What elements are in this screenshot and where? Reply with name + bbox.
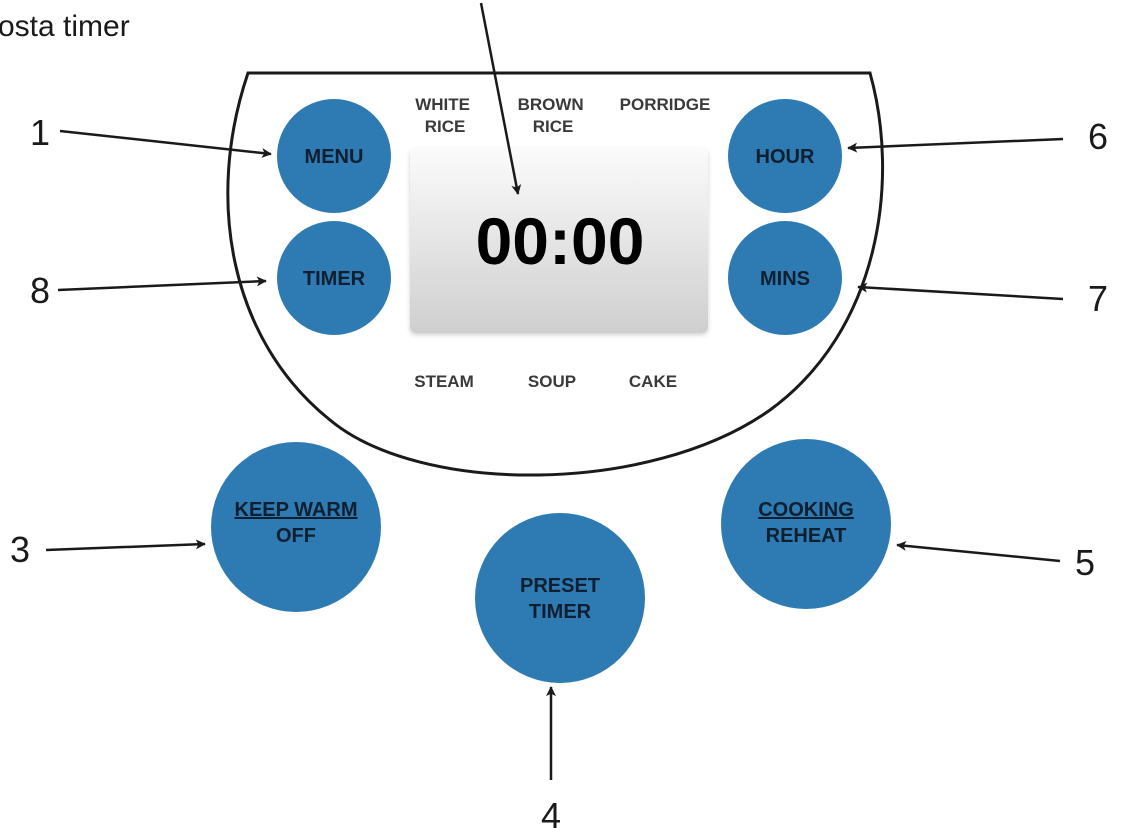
mode-white-rice: WHITE RICE <box>415 95 475 136</box>
cooking-reheat-button[interactable]: COOKING REHEAT <box>721 439 891 609</box>
mode-brown-rice: BROWN RICE <box>518 95 589 136</box>
callout-number-7: 7 <box>1088 278 1108 319</box>
callout-number-4: 4 <box>541 795 561 836</box>
caption-text: osta timer <box>0 10 130 43</box>
mode-brown-rice-line2: RICE <box>533 117 574 136</box>
callout-number-1: 1 <box>30 112 50 153</box>
mode-brown-rice-line1: BROWN <box>518 95 584 114</box>
callout-number-6: 6 <box>1088 116 1108 157</box>
mins-button[interactable]: MINS <box>728 221 842 335</box>
lcd-display: 00:00 <box>410 148 708 333</box>
callout-arrow-1 <box>59 129 272 158</box>
mode-soup: SOUP <box>528 372 576 391</box>
mode-porridge: PORRIDGE <box>620 95 711 114</box>
keep-warm-off-button[interactable]: KEEP WARM OFF <box>211 442 381 612</box>
display-time: 00:00 <box>476 204 645 278</box>
mode-cake: CAKE <box>629 372 677 391</box>
timer-button[interactable]: TIMER <box>277 221 391 335</box>
callout-number-8: 8 <box>30 270 50 311</box>
hour-button[interactable]: HOUR <box>728 99 842 213</box>
menu-button[interactable]: MENU <box>277 99 391 213</box>
callout-number-3: 3 <box>10 529 30 570</box>
callout-arrow-8 <box>57 276 267 292</box>
callout-arrow-3 <box>45 539 206 552</box>
callout-number-5: 5 <box>1075 542 1095 583</box>
callout-arrow-7 <box>857 282 1064 301</box>
preset-timer-button[interactable]: PRESET TIMER <box>475 513 645 683</box>
mode-white-rice-line2: RICE <box>425 117 466 136</box>
mode-white-rice-line1: WHITE <box>415 95 470 114</box>
mode-steam: STEAM <box>414 372 474 391</box>
callout-arrow-display <box>479 2 522 195</box>
callout-arrow-5 <box>896 540 1061 563</box>
callout-arrow-6 <box>847 137 1064 153</box>
